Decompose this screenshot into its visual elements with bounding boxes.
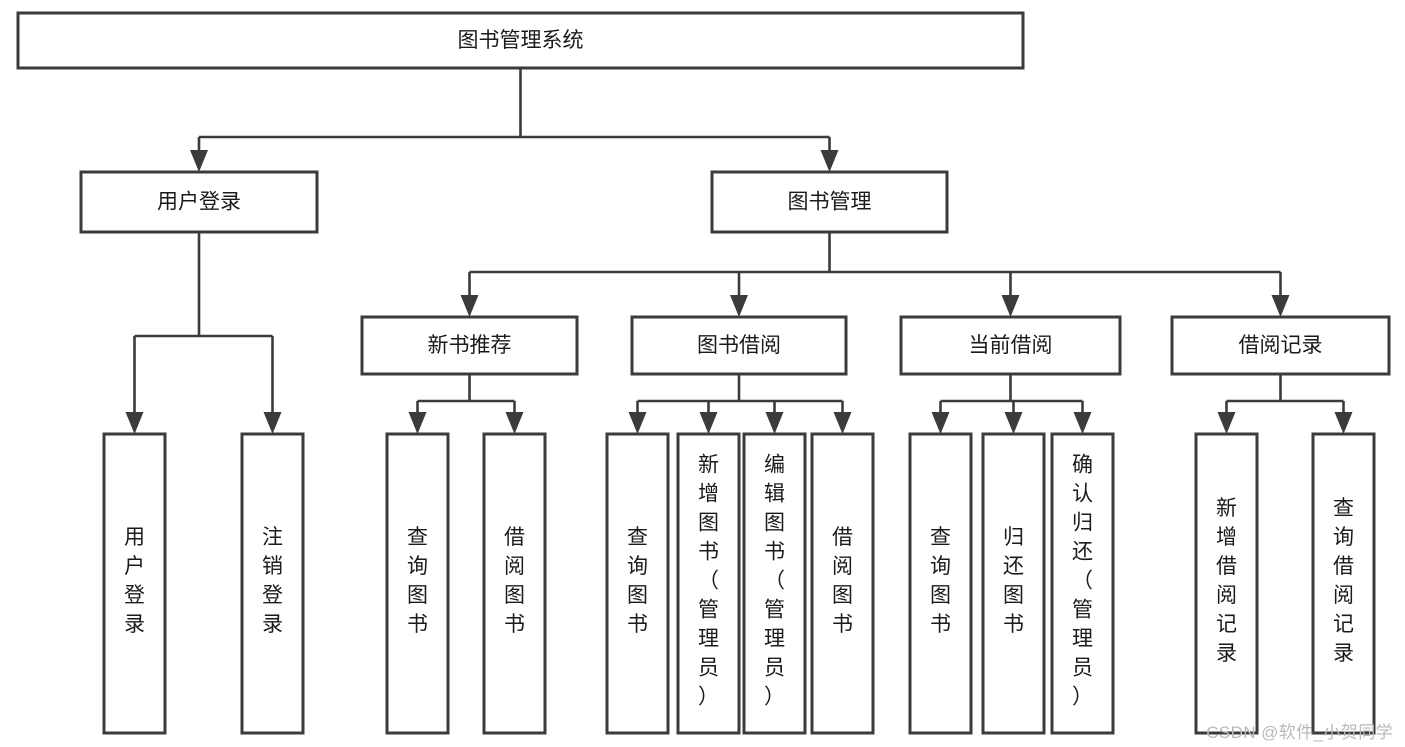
node-leaf-record-query[interactable]: 查询借阅记录 [1311,432,1376,735]
node-box-leaf-record-query [1311,432,1376,735]
node-label-root: 图书管理系统 [458,29,584,52]
node-box-leaf-borrow-lend-book [810,432,875,735]
node-box-new-book-rec [360,315,579,376]
node-box-root [16,11,1025,70]
node-box-leaf-rec-borrow-book [482,432,547,735]
node-leaf-borrow-query-book[interactable]: 查询图书 [605,432,670,735]
node-label-leaf-borrow-lend-book: 借阅图书 [832,526,853,636]
csdn-watermark: CSDN @软件_小贺同学 [1206,723,1393,742]
connector-layer [125,68,1353,434]
node-box-book-manage [710,170,949,234]
node-box-leaf-current-query-book [908,432,973,735]
node-label-leaf-user-logout: 注销登录 [262,526,283,636]
node-box-book-borrow [630,315,848,376]
node-box-borrow-record [1170,315,1391,376]
node-leaf-current-confirm-return[interactable]: 确认归还（管理员） [1050,432,1115,735]
node-leaf-rec-query-book[interactable]: 查询图书 [385,432,450,735]
node-label-current-borrow: 当前借阅 [969,334,1053,357]
node-label-book-borrow: 图书借阅 [697,334,781,357]
node-label-leaf-borrow-edit-book: 编辑图书（管理员） [764,454,785,709]
node-label-leaf-borrow-query-book: 查询图书 [627,526,648,636]
node-label-leaf-current-query-book: 查询图书 [930,526,951,636]
node-leaf-borrow-lend-book[interactable]: 借阅图书 [810,432,875,735]
node-leaf-rec-borrow-book[interactable]: 借阅图书 [482,432,547,735]
node-box-leaf-current-confirm-return [1050,432,1115,735]
node-leaf-current-return-book[interactable]: 归还图书 [981,432,1046,735]
node-leaf-record-add[interactable]: 新增借阅记录 [1194,432,1259,735]
node-box-leaf-borrow-add-book [676,432,741,735]
node-box-leaf-borrow-edit-book [742,432,807,735]
node-label-leaf-borrow-add-book: 新增图书（管理员） [698,454,719,709]
node-new-book-rec[interactable]: 新书推荐 [360,315,579,376]
node-book-borrow[interactable]: 图书借阅 [630,315,848,376]
node-leaf-user-login[interactable]: 用户登录 [102,432,167,735]
node-label-leaf-record-query: 查询借阅记录 [1333,497,1354,665]
node-leaf-user-logout[interactable]: 注销登录 [240,432,305,735]
node-label-new-book-rec: 新书推荐 [428,334,512,357]
node-label-leaf-rec-query-book: 查询图书 [407,526,428,636]
node-label-borrow-record: 借阅记录 [1239,334,1323,357]
node-label-leaf-record-add: 新增借阅记录 [1216,497,1237,665]
node-layer: 图书管理系统用户登录图书管理新书推荐图书借阅当前借阅借阅记录用户登录注销登录查询… [16,11,1391,735]
node-user-login[interactable]: 用户登录 [79,170,319,234]
node-box-leaf-record-add [1194,432,1259,735]
node-current-borrow[interactable]: 当前借阅 [899,315,1122,376]
node-box-leaf-borrow-query-book [605,432,670,735]
node-label-leaf-user-login: 用户登录 [124,526,145,636]
node-box-user-login [79,170,319,234]
node-label-leaf-current-return-book: 归还图书 [1003,526,1024,636]
node-book-manage[interactable]: 图书管理 [710,170,949,234]
node-box-leaf-user-login [102,432,167,735]
node-label-leaf-rec-borrow-book: 借阅图书 [504,526,525,636]
node-leaf-current-query-book[interactable]: 查询图书 [908,432,973,735]
node-box-leaf-user-logout [240,432,305,735]
node-box-leaf-rec-query-book [385,432,450,735]
node-box-leaf-current-return-book [981,432,1046,735]
node-label-leaf-current-confirm-return: 确认归还（管理员） [1072,454,1093,709]
node-leaf-borrow-add-book[interactable]: 新增图书（管理员） [676,432,741,735]
node-leaf-borrow-edit-book[interactable]: 编辑图书（管理员） [742,432,807,735]
node-box-current-borrow [899,315,1122,376]
node-root[interactable]: 图书管理系统 [16,11,1025,70]
node-label-book-manage: 图书管理 [788,191,872,214]
node-borrow-record[interactable]: 借阅记录 [1170,315,1391,376]
node-label-user-login: 用户登录 [157,191,241,214]
